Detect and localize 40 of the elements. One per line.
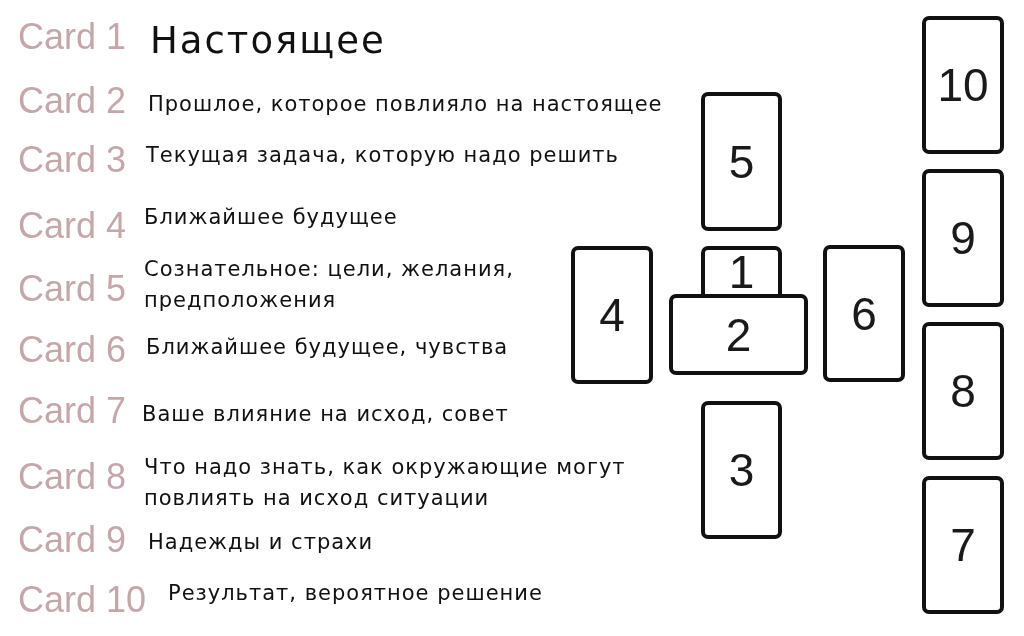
tarot-card bbox=[701, 401, 782, 539]
card-number: 9 bbox=[950, 216, 976, 260]
card-meaning: Текущая задача, которую надо решить bbox=[146, 142, 619, 168]
card-label: Card 8 bbox=[18, 459, 127, 495]
card-number: 8 bbox=[950, 369, 976, 413]
tarot-card bbox=[823, 245, 905, 382]
card-number: 10 bbox=[937, 63, 989, 107]
card-meaning: Прошлое, которое повлияло на настоящее bbox=[148, 91, 663, 117]
card-label: Card 1 bbox=[18, 19, 127, 55]
card-number: 1 bbox=[728, 250, 755, 294]
card-number: 6 bbox=[851, 291, 877, 336]
tarot-card bbox=[701, 92, 782, 231]
card-meaning: Сознательное: цели, желания, предположения bbox=[144, 256, 515, 314]
card-meaning: Настоящее bbox=[150, 19, 386, 63]
tarot-card bbox=[571, 246, 653, 384]
card-meaning: Ваше влияние на исход, совет bbox=[142, 401, 509, 427]
card-label: Card 7 bbox=[18, 393, 127, 429]
tarot-card bbox=[922, 169, 1004, 307]
card-number: 7 bbox=[950, 523, 976, 567]
tarot-card bbox=[922, 16, 1004, 154]
card-number: 2 bbox=[725, 312, 752, 357]
card-label: Card 2 bbox=[18, 83, 127, 119]
tarot-card bbox=[922, 322, 1004, 460]
card-meaning: Ближайшее будущее bbox=[144, 204, 398, 230]
card-label: Card 5 bbox=[18, 271, 127, 307]
card-label: Card 10 bbox=[18, 582, 147, 618]
card-meaning: Надежды и страхи bbox=[148, 529, 374, 555]
card-meaning: Что надо знать, как окружающие могут повлиять на исход ситуации bbox=[144, 454, 627, 512]
card-label: Card 3 bbox=[18, 142, 127, 178]
card-label: Card 4 bbox=[18, 208, 127, 244]
card-number: 5 bbox=[728, 139, 755, 184]
card-label: Card 6 bbox=[18, 332, 127, 368]
tarot-card bbox=[922, 476, 1004, 614]
card-label: Card 9 bbox=[18, 522, 127, 558]
card-meaning: Результат, вероятное решение bbox=[168, 580, 543, 606]
tarot-card bbox=[701, 246, 782, 294]
card-number: 4 bbox=[599, 293, 625, 337]
card-number: 3 bbox=[728, 448, 755, 492]
tarot-card bbox=[669, 294, 808, 375]
card-meaning: Ближайшее будущее, чувства bbox=[146, 334, 509, 360]
